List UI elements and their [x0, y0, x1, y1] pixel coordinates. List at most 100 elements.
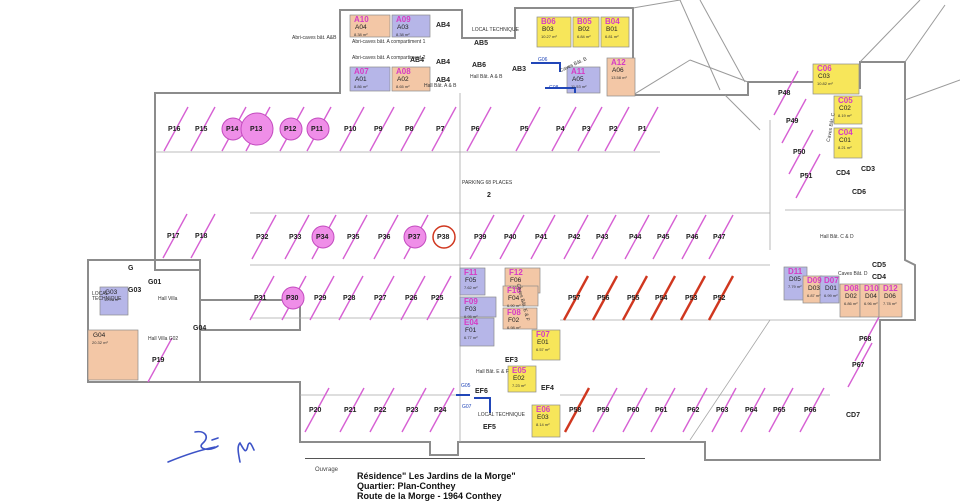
parking-spot-p54: P54: [655, 295, 668, 302]
code-ef4-16: EF4: [541, 385, 554, 392]
room-area-c01: 8.21 m²: [838, 145, 852, 150]
parking-spot-p9: P9: [374, 126, 383, 133]
room-name-d02: D02: [845, 293, 857, 300]
title-line-1: Résidence" Les Jardins de la Morge": [357, 471, 516, 481]
parking-spot-p60: P60: [627, 407, 640, 414]
room-tag-a07: A07: [354, 67, 369, 76]
parking-stripe: [740, 387, 766, 433]
room-g03: [99, 286, 129, 316]
parking-spot-p13: P13: [250, 126, 263, 133]
parking-spot-p3: P3: [582, 126, 591, 133]
parking-spot-p1: P1: [638, 126, 647, 133]
parking-spot-p33: P33: [289, 234, 302, 241]
room-b03: [536, 16, 572, 48]
room-f05: [459, 267, 486, 296]
parking-spot-p36: P36: [378, 234, 391, 241]
room-name-a06: A06: [612, 67, 624, 74]
room-tag-f08: F08: [507, 308, 521, 317]
parking-circle: [432, 225, 456, 249]
room-area-b02: 6.84 m²: [577, 34, 591, 39]
parking-spot-p7: P7: [436, 126, 445, 133]
parking-stripe: [466, 106, 492, 152]
local-technique-bottom: LOCAL TECHNIQUE: [478, 412, 525, 418]
parking-spot-p56: P56: [597, 295, 610, 302]
parking-stripes: [147, 70, 880, 433]
room-area-d03: 6.87 m²: [807, 293, 821, 298]
parking-spot-p62: P62: [687, 407, 700, 414]
parking-stripe: [622, 387, 648, 433]
room-area-a01: 8.86 m²: [354, 84, 368, 89]
code-ab6-5: AB6: [472, 62, 487, 69]
room-area-c02: 8.19 m²: [838, 113, 852, 118]
room-name-f04: F04: [508, 295, 520, 302]
level-number: 2: [487, 192, 491, 199]
room-name-g03: G03: [105, 289, 118, 296]
parking-spot-p34: P34: [316, 234, 329, 241]
room-b01: [600, 16, 630, 48]
code-g08-8: G08: [549, 85, 559, 91]
abri-caves-ab: Abri-caves bât. A&B: [292, 35, 337, 41]
code-g03-21: G03: [128, 287, 142, 294]
parking-spot-p52: P52: [713, 295, 726, 302]
room-c02: [833, 95, 863, 125]
hall-a-label: Hall Bât. A & B: [424, 83, 457, 89]
parking-stripe: [431, 106, 457, 152]
abri-caves-1: Abri-caves bât. A compartiment 1: [352, 39, 426, 45]
room-tag-c04: C04: [838, 128, 853, 137]
parking-stripe: [369, 387, 395, 433]
room-f02: [502, 307, 538, 330]
code-cd5-12: CD5: [872, 262, 887, 269]
parking-spot-p29: P29: [314, 295, 327, 302]
caves-d-label: Caves Bât. D: [838, 271, 868, 277]
room-area-d04: 6.96 m²: [864, 301, 878, 306]
parking-spot-p37: P37: [408, 234, 421, 241]
parking-spot-p4: P4: [556, 126, 565, 133]
parking-stripe: [562, 275, 590, 321]
parking-circle: [240, 112, 274, 146]
parking-stripe: [369, 275, 395, 321]
parking-spot-p24: P24: [434, 407, 447, 414]
parking-spot-p43: P43: [596, 234, 609, 241]
room-c01: [833, 127, 863, 159]
hall-cd-label: Hall Bât. C & D: [820, 234, 854, 240]
room-name-b03: B03: [542, 26, 554, 33]
room-tag-f09: F09: [464, 297, 478, 306]
parking-circles: [221, 112, 456, 310]
title-line-3: Route de la Morge - 1964 Conthey: [357, 491, 502, 501]
parking-stripe: [708, 214, 734, 260]
parking-spot-p35: P35: [347, 234, 360, 241]
parking-stripe: [679, 275, 707, 321]
code-ab4-1: AB4: [436, 59, 451, 66]
room-tag-a09: A09: [396, 15, 411, 24]
room-tag-d09: D09: [807, 276, 822, 285]
room-tag-f10: F10: [507, 286, 521, 295]
parking-spot-p57: P57: [568, 295, 581, 302]
parking-stripe: [711, 387, 737, 433]
parking-spot-p46: P46: [686, 234, 699, 241]
room-e01: [531, 329, 561, 361]
parking-circle: [281, 286, 305, 310]
parking-spot-p67: P67: [852, 362, 865, 369]
parking-stripe: [633, 106, 659, 152]
room-tag-c05: C05: [838, 96, 853, 105]
parking-spot-p63: P63: [716, 407, 729, 414]
parking-stripe: [592, 387, 618, 433]
local-technique-left: LOCAL TECHNIQUE: [92, 291, 122, 302]
room-name-c01: C01: [839, 137, 851, 144]
villa-g-label: G: [128, 265, 134, 272]
room-tag-f12: F12: [509, 268, 523, 277]
room-a03: [391, 14, 431, 38]
abri-caves-2: Abri-caves bât. A compartiment 2: [352, 55, 426, 61]
parking-stripe: [400, 275, 426, 321]
parking-stripe: [530, 214, 556, 260]
code-cd7-14: CD7: [846, 412, 861, 419]
code-cd4-13: CD4: [872, 274, 887, 281]
room-name-a05: A05: [572, 76, 584, 83]
parking-stripe: [373, 214, 399, 260]
parking-stripe: [249, 275, 275, 321]
room-name-e02: E02: [513, 375, 525, 382]
room-area-a04: 8.38 m²: [354, 32, 368, 37]
code-ab3-6: AB3: [512, 66, 527, 73]
parking-stripe: [682, 387, 708, 433]
title-line-2: Quartier: Plan-Conthey: [357, 481, 456, 491]
